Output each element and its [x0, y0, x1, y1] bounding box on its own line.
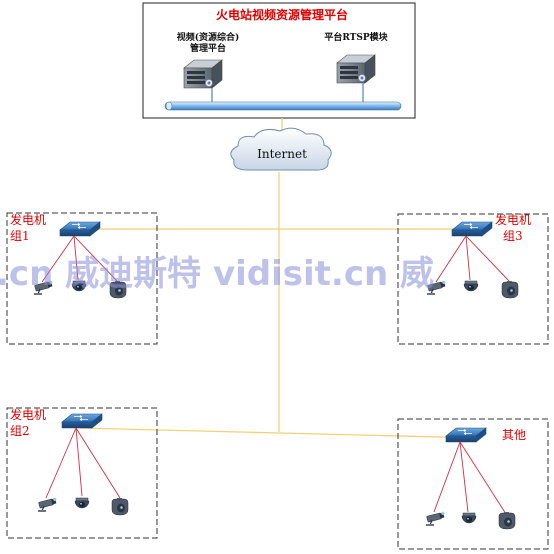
lan-bus: [164, 101, 402, 111]
group-label-g1: 发电机: [10, 212, 46, 227]
ptz-camera-icon: [111, 497, 129, 516]
internet-label: Internet: [257, 147, 307, 161]
bullet-camera-icon: [37, 496, 58, 513]
group-box-g1: [6, 212, 158, 345]
group-label-g1-2: 组1: [10, 229, 30, 243]
server-left-label: 视频(资源综合): [177, 31, 240, 43]
group-label-g3-2: 组3: [503, 229, 523, 243]
dome-camera-icon: [461, 512, 477, 524]
switch-icon: [445, 427, 487, 443]
server-left-label-2: 管理平台: [190, 42, 226, 54]
ptz-camera-icon: [501, 280, 519, 299]
dome-camera-icon: [463, 280, 479, 292]
switch-icon: [451, 221, 493, 237]
switch-icon: [61, 413, 103, 429]
trunk-lines: [79, 172, 481, 439]
dome-camera-icon: [74, 497, 90, 509]
internet-cloud-icon: [230, 127, 332, 171]
rtsp-server-icon: [336, 54, 376, 84]
group-label-g2: 发电机: [10, 407, 46, 422]
bullet-camera-icon: [425, 510, 446, 527]
group-box-g4: [397, 418, 549, 550]
management-server-icon: [183, 59, 223, 89]
group-label-g4: 其他: [502, 428, 526, 442]
group-label-g3: 发电机: [495, 212, 531, 227]
group-box-g3: [397, 213, 549, 345]
switch-icon: [59, 221, 101, 237]
group-box-g2: [6, 407, 158, 539]
watermark: .cn 威迪斯特 vidisit.cn 威: [0, 254, 434, 294]
ptz-camera-icon: [498, 511, 516, 530]
platform-title: 火电站视频资源管理平台: [216, 7, 348, 22]
group-label-g2-2: 组2: [10, 424, 30, 438]
server-right-label: 平台RTSP模块: [324, 31, 388, 43]
